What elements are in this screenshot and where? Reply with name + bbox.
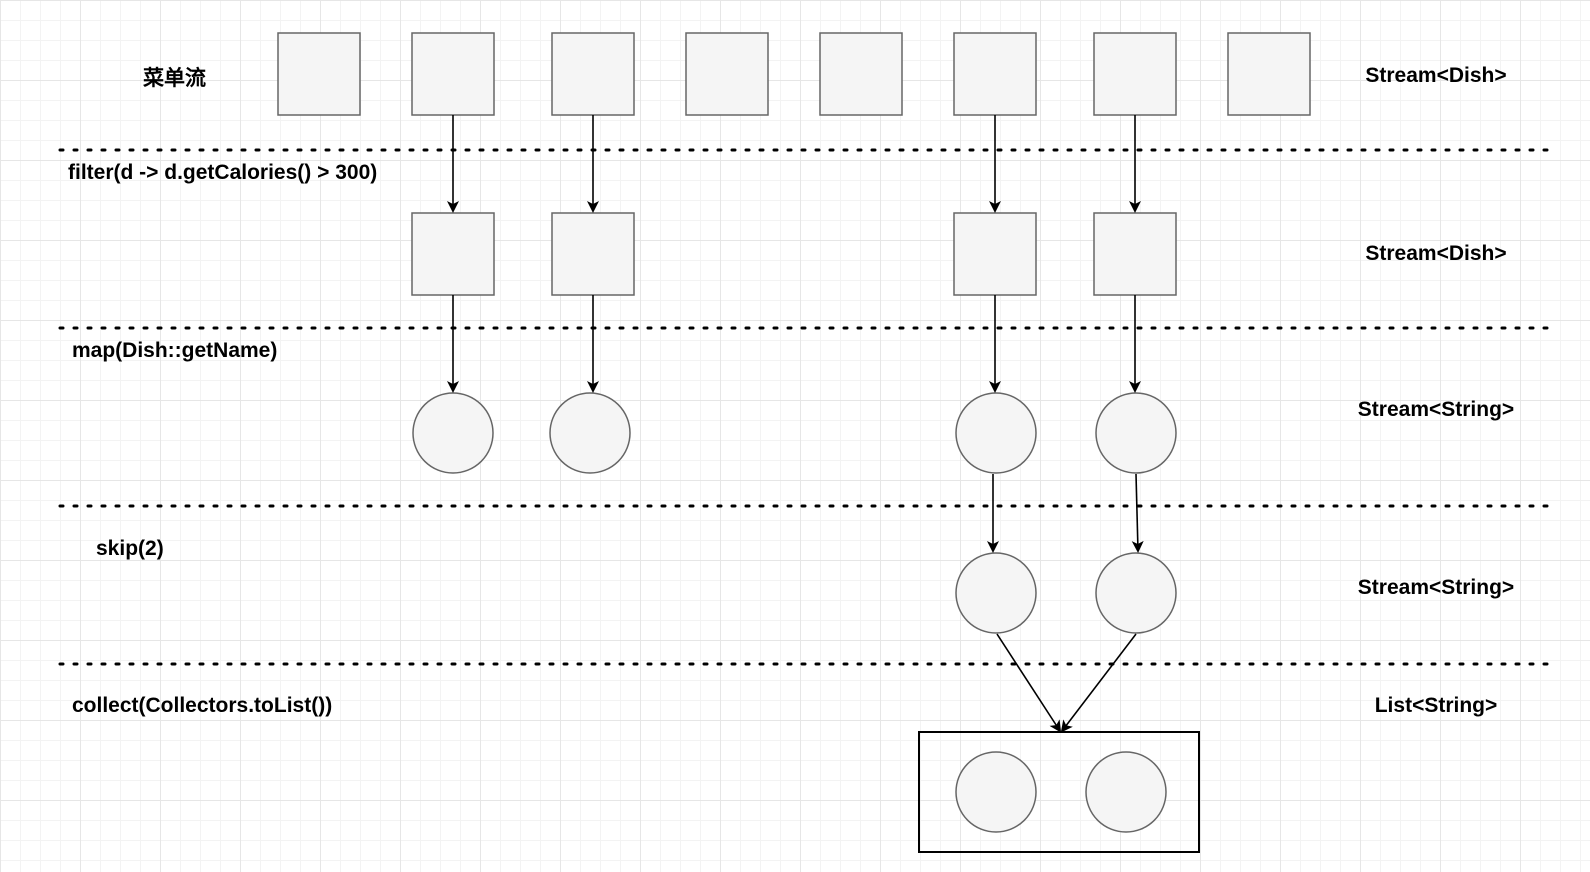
stage-label-map: map(Dish::getName): [72, 339, 278, 362]
type-label-skip: Stream<String>: [1357, 576, 1515, 599]
source-dishes: [277, 32, 1311, 116]
dish-square: [1093, 212, 1177, 296]
arrow: [996, 633, 1062, 733]
dish-square: [411, 212, 495, 296]
dish-square: [1227, 32, 1311, 116]
dish-square: [953, 212, 1037, 296]
mapped-names: [412, 392, 1177, 474]
result-list: [918, 731, 1200, 853]
type-label-map: Stream<String>: [1357, 398, 1515, 421]
type-label-collect: List<String>: [1374, 694, 1498, 717]
name-circle: [1095, 552, 1177, 634]
dish-square: [551, 212, 635, 296]
type-label-source: Stream<Dish>: [1365, 64, 1507, 87]
name-circle: [955, 392, 1037, 474]
dish-square: [1093, 32, 1177, 116]
stage-separators: [58, 148, 1552, 666]
skipped-names: [955, 552, 1177, 634]
arrow: [1060, 633, 1137, 733]
stage-label-filter: filter(d -> d.getCalories() > 300): [68, 161, 378, 184]
name-circle: [549, 392, 631, 474]
dish-square: [277, 32, 361, 116]
name-circle: [412, 392, 494, 474]
dish-square: [953, 32, 1037, 116]
arrow: [1131, 473, 1144, 553]
dish-square: [411, 32, 495, 116]
type-label-filter: Stream<Dish>: [1365, 242, 1507, 265]
name-circle: [955, 552, 1037, 634]
stage-label-collect: collect(Collectors.toList()): [72, 694, 333, 717]
dish-square: [685, 32, 769, 116]
dish-square: [819, 32, 903, 116]
name-circle: [1085, 751, 1167, 833]
name-circle: [1095, 392, 1177, 474]
name-circle: [955, 751, 1037, 833]
stage-label-skip: skip(2): [96, 537, 164, 560]
source-label: 菜单流: [143, 67, 206, 90]
flow-arrows: [447, 115, 1144, 733]
filtered-dishes: [411, 212, 1177, 296]
dish-square: [551, 32, 635, 116]
